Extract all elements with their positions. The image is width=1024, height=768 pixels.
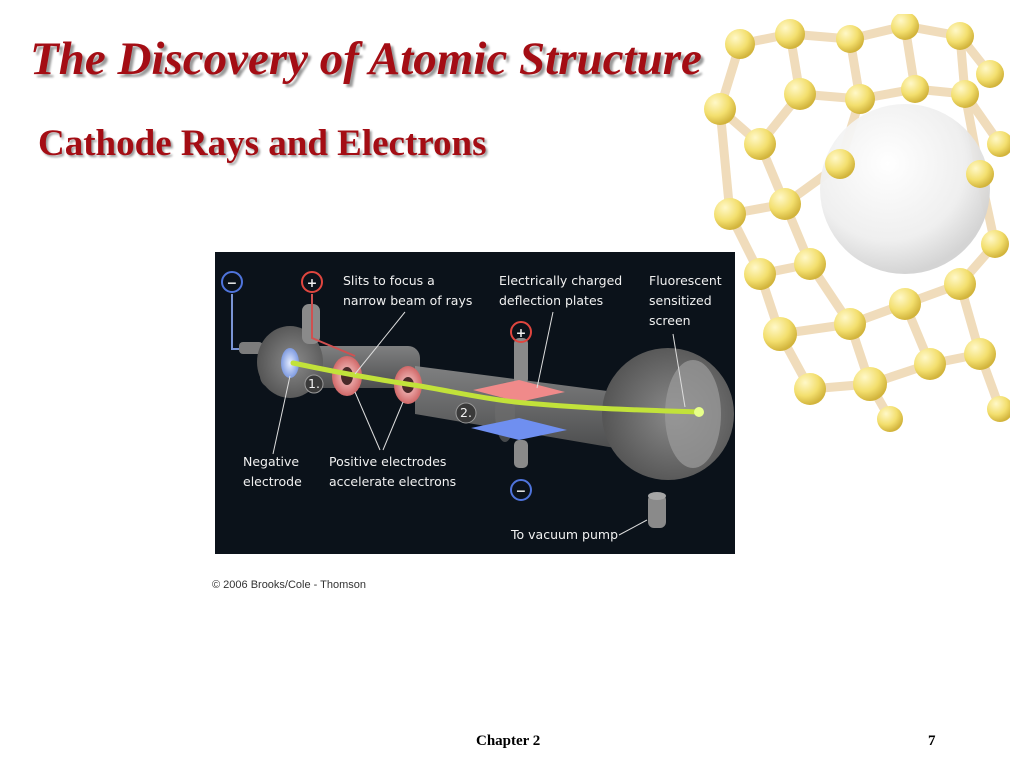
lower-plate-stem: [514, 440, 528, 468]
cathode-ray-tube-diagram: 1. 2. − + + − Slits to focus a narrow be…: [221, 271, 734, 542]
buckyball-core: [820, 104, 990, 274]
plate-plus-sign: +: [516, 325, 526, 340]
upper-plate-stem: [514, 338, 528, 384]
plate-minus-sign: −: [516, 483, 526, 498]
vacuum-pump-opening: [648, 492, 666, 500]
marker-2-label: 2.: [460, 405, 472, 420]
negative-electrode-label-line1: Negative: [243, 454, 299, 469]
buckyball-decoration: [704, 14, 1010, 432]
leader-lines: [272, 311, 686, 536]
anode-plus-sign: +: [307, 275, 317, 290]
marker-1: [304, 374, 324, 394]
anode-plus-terminal: [301, 271, 323, 293]
positive-deflection-plate: [473, 380, 565, 402]
plate-plus-terminal: [510, 321, 532, 343]
anode-wire: [311, 294, 356, 357]
cathode-stem: [239, 342, 263, 354]
slide-title: The Discovery of Atomic Structure: [30, 33, 702, 85]
footer-chapter: Chapter 2: [476, 733, 541, 749]
positive-electrodes-label-line2: accelerate electrons: [329, 474, 456, 489]
positive-electrodes-label-line1: Positive electrodes: [329, 454, 446, 469]
plates-label-line1: Electrically charged: [499, 273, 622, 288]
negative-deflection-plate: [471, 418, 567, 440]
cathode-ray-tube-figure: 1. 2. − + + − Slits to focus a narrow be…: [215, 252, 735, 554]
plates-label-line2: deflection plates: [499, 293, 603, 308]
tube-body-right: [415, 366, 615, 448]
beam-impact-spot: [694, 407, 704, 417]
slits-label-line1: Slits to focus a: [343, 273, 435, 288]
marker-2: [455, 402, 477, 424]
vacuum-pump-label: To vacuum pump: [510, 527, 618, 542]
slide-subtitle: Cathode Rays and Electrons: [38, 123, 487, 164]
plate-minus-terminal: [510, 479, 532, 501]
slits-label-line2: narrow beam of rays: [343, 293, 472, 308]
copyright-notice: © 2006 Brooks/Cole - Thomson: [212, 579, 367, 591]
cathode-minus-terminal: [221, 271, 243, 293]
electron-beam: [290, 360, 701, 415]
buckyball-atoms: [704, 14, 1010, 432]
screen-label-line3: screen: [649, 313, 691, 328]
screen-label-line2: sensitized: [649, 293, 712, 308]
negative-electrode: [281, 348, 299, 378]
screen-label-line1: Fluorescent: [649, 273, 722, 288]
cathode-minus-sign: −: [227, 275, 237, 290]
marker-1-label: 1.: [308, 376, 320, 391]
negative-wire: [231, 294, 247, 350]
negative-electrode-label-line2: electrode: [243, 474, 302, 489]
page-number: 7: [928, 733, 936, 749]
vacuum-pump-stem: [648, 494, 666, 528]
